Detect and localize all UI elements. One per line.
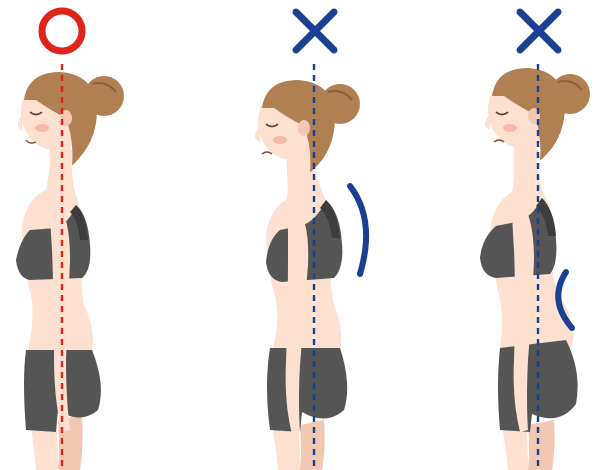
hair-bun (320, 84, 360, 124)
cheek (503, 124, 517, 132)
figure-sway-back (480, 12, 590, 470)
leg-back (528, 420, 555, 470)
cheek (35, 124, 49, 132)
figure-rounded-back (255, 12, 366, 470)
hair-bun (550, 74, 590, 114)
leg-back (300, 420, 325, 470)
figure-good-posture (16, 11, 124, 470)
nose (485, 114, 490, 130)
nose (255, 126, 260, 142)
mouth-frown (494, 140, 504, 142)
ear (298, 120, 310, 136)
cross-icon (296, 12, 334, 50)
cross-icon (520, 12, 558, 50)
cheek (273, 136, 287, 144)
mouth-frown (262, 152, 272, 154)
nose (18, 115, 22, 130)
shorts (267, 348, 347, 432)
upper-back-arc (350, 186, 366, 274)
circle-icon (42, 11, 82, 51)
hair-bun (84, 76, 124, 116)
